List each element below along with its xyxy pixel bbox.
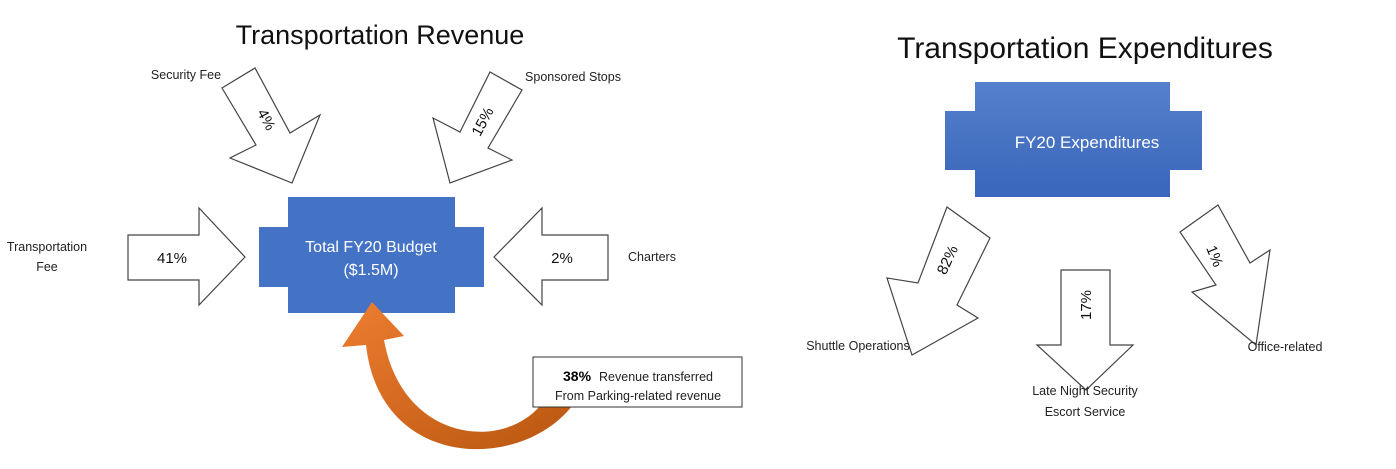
late-night-escort-label-line1: Late Night Security [1032, 384, 1138, 398]
sponsored-stops-arrow: 15% [432, 71, 523, 184]
late-night-escort-arrow: 17% [1035, 269, 1135, 391]
transfer-percent: 38% [563, 368, 592, 384]
sponsored-stops-label: Sponsored Stops [525, 70, 621, 84]
charters-label: Charters [628, 250, 676, 264]
office-related-arrow: 1% [1179, 204, 1271, 347]
expenditures-title: Transportation Expenditures [897, 32, 1273, 65]
transfer-line2: From Parking-related revenue [555, 389, 721, 403]
transportation-fee-percent: 41% [157, 250, 187, 267]
transfer-callout: 38% Revenue transferred From Parking-rela… [532, 356, 743, 408]
office-related-label: Office-related [1248, 340, 1323, 354]
transfer-curved-arrow [342, 302, 572, 450]
security-fee-label: Security Fee [151, 68, 221, 82]
expenditures-center-label: FY20 Expenditures [1015, 133, 1160, 152]
revenue-title: Transportation Revenue [236, 20, 525, 50]
charters-arrow: 2% [493, 206, 609, 307]
expenditures-center-box: FY20 Expenditures [945, 82, 1202, 197]
shuttle-operations-label: Shuttle Operations [806, 339, 910, 353]
security-fee-arrow: 4% [221, 67, 322, 184]
office-related-percent: 1% [1202, 243, 1226, 269]
late-night-escort-label-line2: Escort Service [1045, 405, 1126, 419]
transportation-fee-label-line1: Transportation [7, 240, 87, 254]
charters-percent: 2% [551, 250, 573, 267]
revenue-center-line1: Total FY20 Budget [305, 239, 437, 256]
transfer-line1: Revenue transferred [599, 370, 713, 384]
transportation-fee-arrow: 41% [127, 206, 246, 307]
revenue-center-box: Total FY20 Budget ($1.5M) [259, 197, 484, 313]
transfer-line1-row: 38% Revenue transferred [563, 368, 713, 384]
revenue-center-line2: ($1.5M) [343, 262, 398, 279]
transportation-fee-label-line2: Fee [36, 260, 58, 274]
late-night-escort-percent: 17% [1078, 290, 1095, 320]
shuttle-operations-arrow: 82% [886, 206, 991, 356]
